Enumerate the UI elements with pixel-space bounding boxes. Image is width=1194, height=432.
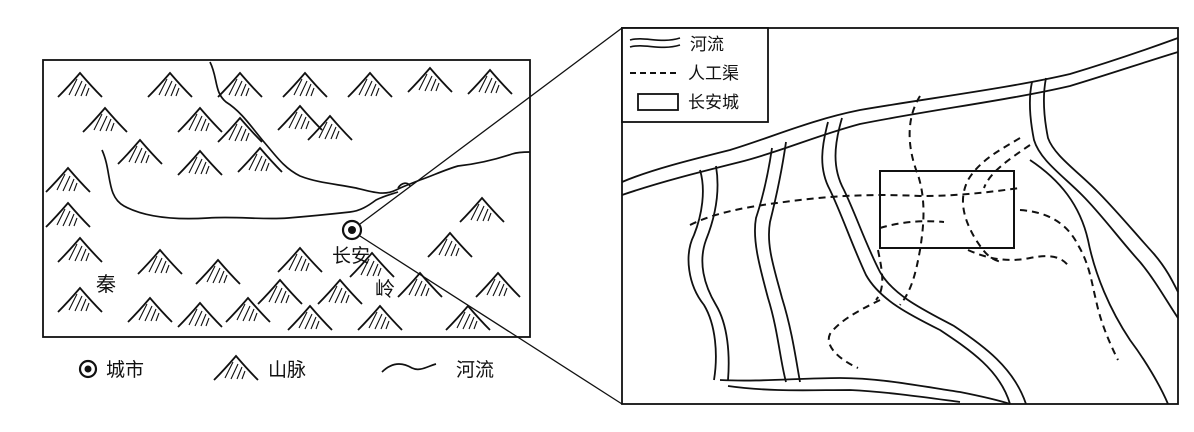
- changan-city-marker: [341, 219, 363, 241]
- inset-legend: 河流 人工渠 长安城: [621, 27, 769, 123]
- changan-label: 长安: [332, 245, 370, 267]
- left-map: 长安 秦 岭: [42, 59, 531, 338]
- qinling-label-2: 岭: [375, 277, 395, 301]
- inset-legend-canal-label: 人工渠: [688, 64, 739, 84]
- inset-legend-river-symbol: [629, 37, 681, 49]
- left-map-frame: [42, 59, 531, 338]
- inset-rivers: [621, 37, 1179, 405]
- legend-mountain-label: 山脉: [268, 359, 306, 381]
- changan-city-wall: [879, 170, 1015, 249]
- zoom-connector-lines: [359, 27, 623, 405]
- legend-river-label: 河流: [456, 359, 494, 381]
- left-map-river: [101, 61, 531, 220]
- inset-legend-wall-label: 长安城: [688, 93, 739, 113]
- inset-legend-river-label: 河流: [690, 35, 724, 55]
- qinling-label-1: 秦: [96, 272, 116, 296]
- inset-legend-wall-symbol: [637, 93, 679, 111]
- inset-legend-frame: [621, 27, 769, 123]
- bottom-legend: 城市 山脉 河流: [78, 355, 494, 381]
- legend-mountain-icon: [213, 355, 259, 381]
- legend-river-symbol: [381, 363, 437, 373]
- inset-map: 河流 人工渠 长安城: [621, 27, 1179, 405]
- inset-canals: [689, 95, 1119, 369]
- legend-city-label: 城市: [106, 359, 144, 381]
- legend-city-symbol: [78, 359, 98, 379]
